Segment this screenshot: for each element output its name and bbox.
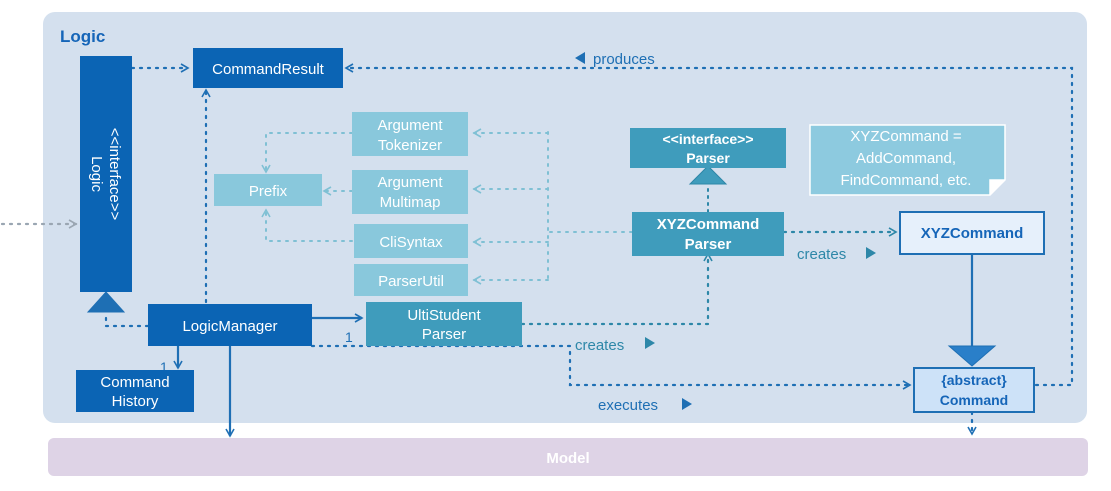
argumentmultimap-label-2: Multimap — [380, 194, 441, 211]
argumenttokenizer-label-2: Tokenizer — [378, 137, 442, 154]
abstract-command-name: Command — [940, 392, 1008, 408]
abstract-command-stereotype: {abstract} — [941, 372, 1007, 388]
multiplicity-history: 1 — [160, 359, 168, 375]
argumenttokenizer-label-1: Argument — [377, 117, 443, 134]
note-line-3: FindCommand, etc. — [841, 172, 972, 189]
argumenttokenizer-box — [352, 112, 468, 156]
model-label: Model — [546, 450, 589, 467]
commandhistory-label-2: History — [112, 393, 159, 410]
logicmanager-box — [148, 304, 312, 346]
parser-interface-name: Parser — [686, 150, 730, 166]
tokenizer-to-prefix-arrow — [261, 132, 353, 174]
xyzcommandparser-label-1: XYZCommand — [657, 216, 760, 233]
produces-arrow — [344, 63, 1074, 387]
argumentmultimap-box — [352, 170, 468, 214]
inheritance-triangle-command — [947, 345, 997, 367]
realization-triangle-parser — [688, 165, 728, 185]
abstract-command-box — [913, 367, 1035, 413]
argumentmultimap-label-1: Argument — [377, 174, 443, 191]
creates-direction-icon-parser — [645, 337, 655, 349]
ultiparser-creates-xyzparser-arrow — [520, 252, 713, 326]
realization-triangle-logic — [86, 291, 126, 313]
ultistudentparser-label-1: UltiStudent — [407, 307, 481, 324]
logic-interface-stereotype: <<interface>> — [106, 128, 123, 221]
commandhistory-box — [76, 370, 194, 412]
produces-label: produces — [593, 51, 655, 68]
logic-interface-name: Logic — [88, 156, 105, 192]
commandresult-box — [193, 48, 343, 88]
logicmanager-label: LogicManager — [182, 318, 277, 335]
xyzcommand-label: XYZCommand — [921, 225, 1024, 242]
parser-interface-stereotype: <<interface>> — [662, 131, 753, 147]
commandhistory-label-1: Command — [100, 374, 169, 391]
logic-interface-box — [80, 56, 132, 292]
multiplicity-parser: 1 — [345, 329, 353, 345]
ultistudentparser-box — [366, 302, 522, 346]
xyzcommandparser-box — [632, 212, 784, 256]
model-bar — [48, 438, 1088, 476]
creates-label-xyz: creates — [797, 246, 846, 263]
note-line-1: XYZCommand = — [850, 128, 962, 145]
creates-direction-icon-xyz — [866, 247, 876, 259]
ultistudentparser-label-2: Parser — [422, 326, 466, 343]
prefix-box — [214, 174, 322, 206]
commandresult-label: CommandResult — [212, 61, 325, 78]
clisyntax-to-prefix-arrow — [261, 208, 353, 242]
clisyntax-box — [354, 224, 468, 258]
produces-direction-icon — [575, 52, 585, 64]
executes-label: executes — [598, 397, 658, 414]
note-fold — [989, 179, 1005, 195]
logic-panel-title: Logic — [60, 27, 105, 46]
xyzcommand-box — [899, 211, 1045, 255]
parserutil-box — [354, 264, 468, 296]
xyzcommandparser-label-2: Parser — [685, 236, 732, 253]
creates-label-parser: creates — [575, 337, 624, 354]
clisyntax-label: CliSyntax — [379, 234, 443, 251]
note-line-2: AddCommand, — [856, 150, 956, 167]
parserutil-label: ParserUtil — [378, 273, 444, 290]
prefix-label: Prefix — [249, 183, 288, 200]
logicmanager-realizes-logic — [104, 310, 150, 328]
parser-interface-box — [630, 128, 786, 168]
executes-direction-icon — [682, 398, 692, 410]
